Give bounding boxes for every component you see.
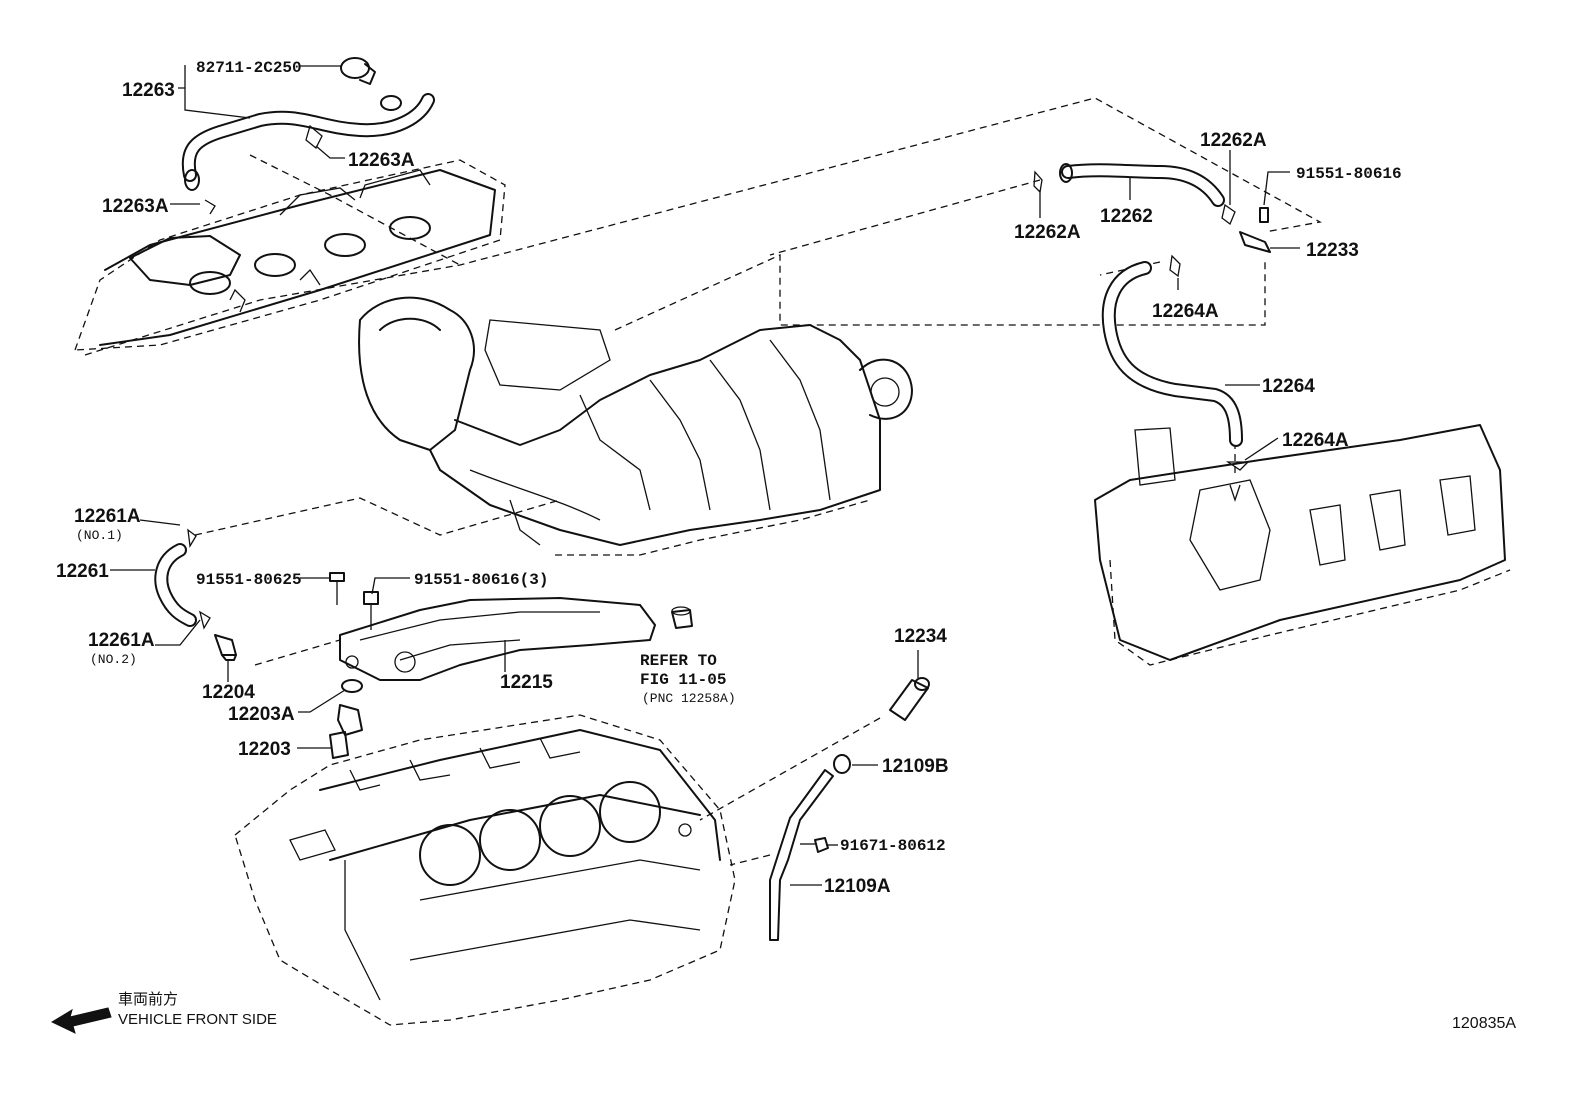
label-12262: 12262: [1100, 206, 1153, 227]
cover-12215-group: [214, 572, 693, 759]
leader-lines: [110, 65, 1300, 886]
label-82711-2C250: 82711-2C250: [196, 59, 302, 77]
cylinder-block: [234, 714, 736, 1026]
hose-12261: [154, 528, 211, 630]
label-12204: 12204: [202, 682, 255, 703]
hose-12262: [1033, 163, 1271, 253]
label-12263A-left: 12263A: [102, 196, 169, 217]
label-12203: 12203: [238, 739, 291, 760]
label-12262A-left: 12262A: [1014, 222, 1081, 243]
label-12109B: 12109B: [882, 756, 949, 777]
hose-12264: [1101, 254, 1250, 471]
right-head-cover: [1094, 424, 1511, 666]
label-12261: 12261: [56, 561, 109, 582]
label-12233: 12233: [1306, 240, 1359, 261]
label-12234: 12234: [894, 626, 947, 647]
label-12264A-lower: 12264A: [1282, 430, 1349, 451]
intake-manifold: [358, 296, 913, 556]
figure-code: 120835A: [1452, 1015, 1516, 1032]
label-12261A-no1-note: (NO.1): [76, 528, 123, 543]
hose-12263: [181, 57, 435, 215]
label-refer-fig: FIG 11-05: [640, 671, 726, 689]
label-12109A: 12109A: [824, 876, 891, 897]
label-12261A-no2-note: (NO.2): [90, 652, 137, 667]
label-91551-80616-3: 91551-80616(3): [414, 571, 548, 589]
callout-labels: 82711-2C250 12263 12263A 12263A 12262A 1…: [56, 59, 1402, 897]
label-12215: 12215: [500, 672, 553, 693]
label-91671-80612: 91671-80612: [840, 837, 946, 855]
front-label-english: VEHICLE FRONT SIDE: [118, 1011, 277, 1028]
left-head-cover: [74, 159, 506, 351]
dipstick-group: [769, 677, 930, 941]
label-12264: 12264: [1262, 376, 1315, 397]
label-12262A-upper: 12262A: [1200, 130, 1267, 151]
label-91551-80616: 91551-80616: [1296, 165, 1402, 183]
label-refer-to: REFER TO: [640, 652, 717, 670]
label-12261A-no1: 12261A: [74, 506, 141, 527]
label-12261A-no2: 12261A: [88, 630, 155, 651]
front-label-japanese: 車両前方: [118, 991, 178, 1008]
assembly-dashed-lines: [84, 97, 1322, 866]
vehicle-front-indicator: 車両前方 VEHICLE FRONT SIDE: [50, 991, 277, 1034]
label-12263: 12263: [122, 80, 175, 101]
label-refer-pnc: (PNC 12258A): [642, 691, 736, 706]
label-12203A: 12203A: [228, 704, 295, 725]
label-12264A-upper: 12264A: [1152, 301, 1219, 322]
front-arrow-icon: [50, 1007, 112, 1034]
label-91551-80625: 91551-80625: [196, 571, 302, 589]
label-12263A-upper: 12263A: [348, 150, 415, 171]
